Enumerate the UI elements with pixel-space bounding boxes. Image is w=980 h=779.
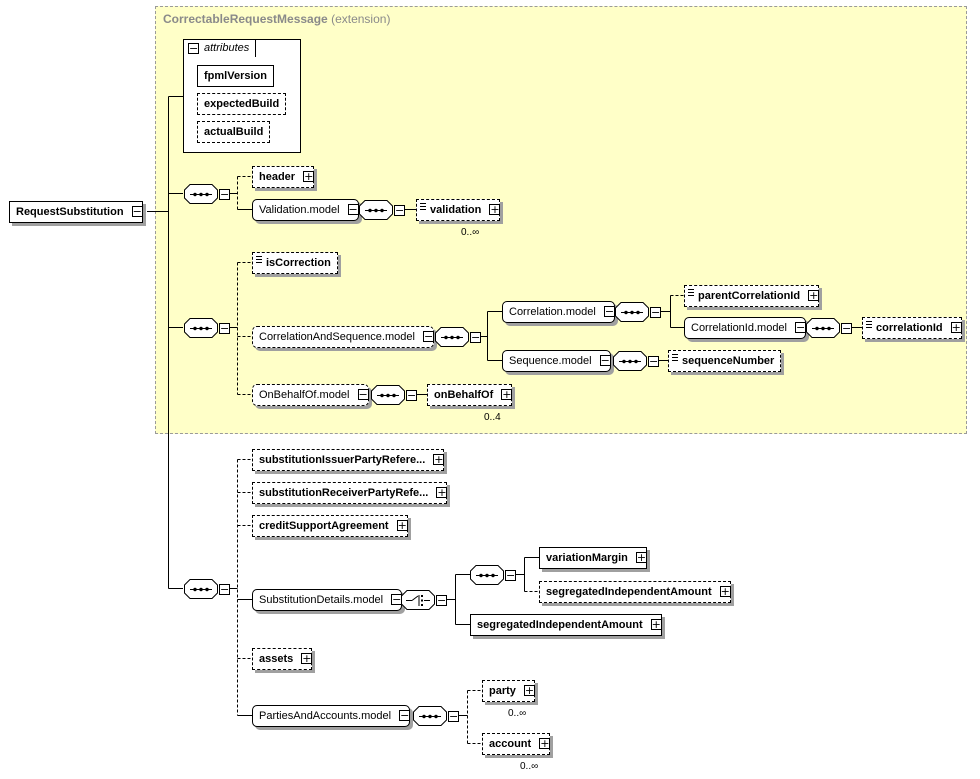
collapse-icon[interactable]: − (219, 583, 230, 596)
collapse-icon[interactable]: − (448, 710, 459, 723)
parties-and-accounts-model-group[interactable]: PartiesAndAccounts.model − (252, 705, 411, 727)
extension-subtitle: (extension) (331, 12, 391, 26)
expand-icon[interactable]: + (539, 737, 551, 750)
collapse-icon[interactable]: − (650, 306, 661, 319)
on-behalf-of-model-group[interactable]: OnBehalfOf.model − (252, 384, 369, 406)
simple-content-icon (420, 203, 426, 210)
collapse-icon[interactable]: − (219, 188, 230, 201)
expand-icon[interactable]: + (501, 388, 513, 401)
attribute-actual-build[interactable]: actualBuild (197, 121, 271, 143)
attribute-fpml-version[interactable]: fpmlVersion (197, 65, 274, 87)
collapse-icon[interactable]: − (599, 354, 611, 367)
substitution-details-model-group[interactable]: SubstitutionDetails.model − (252, 589, 403, 611)
expand-icon[interactable]: + (950, 321, 962, 334)
correlation-id-model-group[interactable]: CorrelationId.model − (684, 317, 806, 339)
collapse-icon[interactable]: − (399, 709, 411, 722)
party-element[interactable]: party + (482, 680, 535, 702)
collapse-icon[interactable]: − (648, 355, 659, 368)
collapse-icon[interactable]: − (603, 305, 615, 318)
substitution-issuer-party-reference-element[interactable]: substitutionIssuerPartyRefere... + (252, 449, 445, 471)
simple-content-icon (866, 321, 872, 328)
header-element[interactable]: header + (252, 166, 315, 188)
expand-icon[interactable]: + (808, 289, 820, 302)
simple-content-icon (688, 289, 694, 296)
collapse-icon[interactable]: − (131, 205, 143, 218)
collapse-icon[interactable]: − (470, 331, 481, 344)
correlation-and-sequence-model-group[interactable]: CorrelationAndSequence.model − (252, 326, 434, 348)
validation-element[interactable]: validation + (416, 199, 501, 221)
segregated-independent-amount-optional-element[interactable]: segregatedIndependentAmount + (539, 581, 731, 603)
attributes-label: attributes (204, 42, 250, 54)
collapse-icon[interactable]: − (406, 389, 417, 402)
sequence-compositor-icon[interactable]: − (435, 327, 481, 347)
collapse-icon[interactable]: − (188, 42, 199, 55)
substitution-receiver-party-reference-element[interactable]: substitutionReceiverPartyRefe... + (252, 482, 448, 504)
sequence-compositor-icon[interactable]: − (413, 706, 459, 726)
account-occurs: 0..∞ (520, 761, 539, 772)
collapse-icon[interactable]: − (347, 203, 359, 216)
on-behalf-of-occurs: 0..4 (484, 412, 501, 423)
is-correction-element[interactable]: isCorrection (252, 252, 338, 274)
root-element[interactable]: RequestSubstitution − (9, 201, 143, 223)
validation-occurs: 0..∞ (461, 227, 480, 238)
parent-correlation-id-element[interactable]: parentCorrelationId + (684, 285, 820, 307)
on-behalf-of-element[interactable]: onBehalfOf + (427, 384, 513, 406)
sequence-compositor-icon[interactable]: − (184, 579, 230, 599)
validation-model-group[interactable]: Validation.model − (252, 199, 359, 221)
expand-icon[interactable]: + (719, 585, 731, 598)
sequence-compositor-icon[interactable]: − (371, 385, 417, 405)
sequence-compositor-icon[interactable]: − (184, 184, 230, 204)
expand-icon[interactable]: + (523, 684, 535, 697)
sequence-compositor-icon[interactable]: − (806, 318, 852, 338)
collapse-icon[interactable]: − (436, 594, 447, 607)
choice-compositor-icon[interactable]: − (401, 590, 447, 610)
expand-icon[interactable]: + (396, 519, 408, 532)
sequence-compositor-icon[interactable]: − (613, 351, 659, 371)
expand-icon[interactable]: + (433, 453, 445, 466)
collapse-icon[interactable]: − (219, 322, 230, 335)
collapse-icon[interactable]: − (795, 321, 806, 334)
correlation-model-group[interactable]: Correlation.model − (502, 301, 615, 323)
collapse-icon[interactable]: − (394, 204, 405, 217)
attribute-expected-build[interactable]: expectedBuild (197, 93, 287, 115)
extension-title: CorrectableRequestMessage (extension) (163, 12, 390, 26)
account-element[interactable]: account + (482, 733, 551, 755)
simple-content-icon (256, 256, 262, 263)
sequence-compositor-icon[interactable]: − (359, 200, 405, 220)
expand-icon[interactable]: + (650, 618, 662, 631)
expand-icon[interactable]: + (635, 551, 647, 564)
collapse-icon[interactable]: − (357, 388, 369, 401)
expand-icon[interactable]: + (301, 652, 313, 665)
segregated-independent-amount-element[interactable]: segregatedIndependentAmount + (470, 614, 662, 636)
expand-icon[interactable]: + (436, 486, 448, 499)
variation-margin-element[interactable]: variationMargin + (539, 547, 647, 569)
collapse-icon[interactable]: − (841, 322, 852, 335)
party-occurs: 0..∞ (508, 708, 527, 719)
sequence-number-element[interactable]: sequenceNumber (668, 350, 782, 372)
collapse-icon[interactable]: − (505, 569, 516, 582)
credit-support-agreement-element[interactable]: creditSupportAgreement + (252, 515, 408, 537)
simple-content-icon (672, 354, 678, 361)
sequence-compositor-icon[interactable]: − (470, 565, 516, 585)
correlation-id-element[interactable]: correlationId + (862, 317, 962, 339)
sequence-compositor-icon[interactable]: − (184, 318, 230, 338)
attributes-tab[interactable]: − attributes (183, 39, 257, 57)
extension-name: CorrectableRequestMessage (163, 12, 328, 26)
expand-icon[interactable]: + (303, 170, 315, 183)
assets-element[interactable]: assets + (252, 648, 313, 670)
sequence-model-group[interactable]: Sequence.model − (502, 350, 611, 372)
expand-icon[interactable]: + (489, 203, 501, 216)
sequence-compositor-icon[interactable]: − (615, 302, 661, 322)
collapse-icon[interactable]: − (422, 330, 434, 343)
